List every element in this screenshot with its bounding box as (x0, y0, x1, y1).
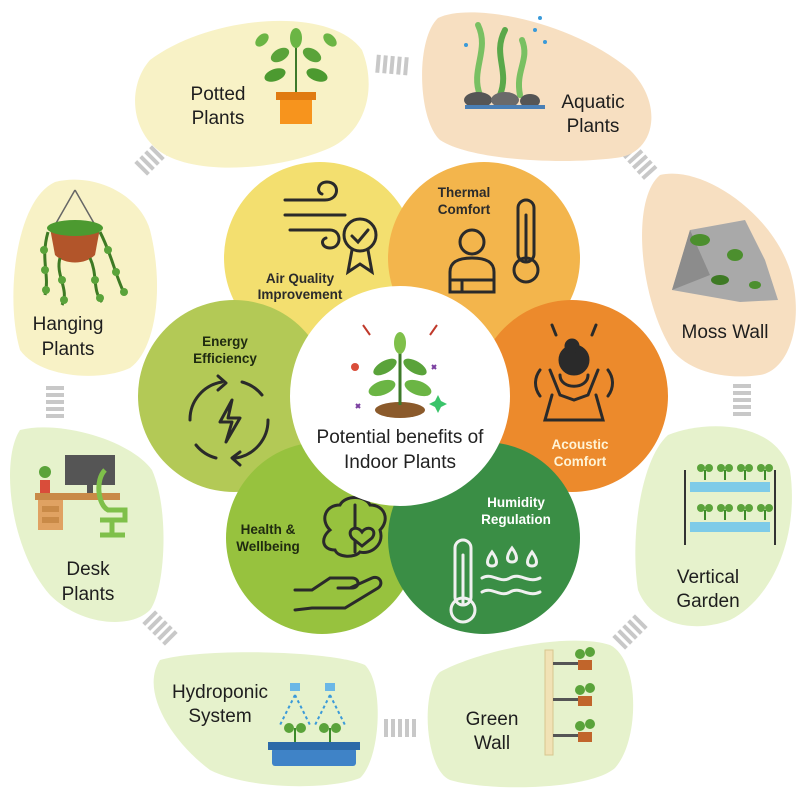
sprouting-plant-icon (351, 324, 447, 418)
petal-acoustic-comfort (476, 300, 668, 492)
connector-7 (46, 386, 64, 418)
connector-4 (612, 614, 648, 650)
noise-person-icon (534, 323, 614, 422)
energy-cycle-icon (188, 374, 270, 467)
wind-certified-icon (283, 180, 378, 276)
card-aquatic-plants (422, 12, 652, 161)
person-thermometer-icon (448, 198, 540, 294)
card-green-wall (427, 640, 634, 788)
ring-connectors (46, 54, 751, 737)
hanging-plant-icon (40, 189, 128, 306)
green-wall-icon (544, 647, 595, 756)
card-hydroponic-system (153, 652, 378, 787)
aquatic-plant-icon (464, 16, 547, 109)
desk-plant-icon (35, 455, 128, 538)
label-moss-wall: Moss Wall (682, 322, 769, 343)
label-health-wellbeing: Health &Wellbeing (236, 522, 300, 554)
potted-plant-icon (255, 28, 337, 124)
brain-heart-hand-icon (293, 496, 387, 612)
connector-5 (384, 719, 416, 737)
connector-6 (142, 610, 178, 646)
petal-energy-efficiency (138, 300, 330, 492)
connector-3 (733, 384, 751, 416)
connector-1 (375, 54, 409, 76)
vertical-garden-icon (684, 464, 776, 545)
moss-rock-icon (672, 220, 778, 302)
thermometer-water-icon (449, 538, 542, 624)
hydroponic-icon (268, 683, 360, 766)
